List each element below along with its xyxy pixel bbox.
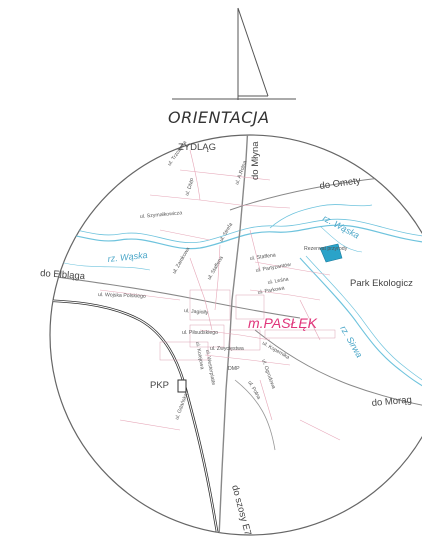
- street-parkowa: ul. Parkowa: [257, 285, 285, 296]
- river-waska-line: [50, 224, 422, 250]
- street-kolejowa: ul. Kolejowa: [194, 341, 205, 370]
- pond: [319, 243, 343, 263]
- north-arrow-icon: [172, 7, 296, 100]
- label-do-moragu: do Morąg: [371, 395, 412, 409]
- station-icon: [177, 379, 187, 393]
- label-do-elblaga: do Elbląga: [40, 268, 86, 282]
- label-do-mlynu: do Młyna: [250, 141, 261, 180]
- street-staffena: ul. Staffena: [249, 252, 276, 262]
- place-park: Park Ekologicz: [350, 278, 413, 289]
- place-pkp: PKP: [150, 380, 169, 391]
- street-szymalkowa: ul. Szymałkowicza: [140, 210, 183, 220]
- label-river-waska-left: rz. Wąska: [107, 250, 148, 264]
- street-zwyciestwa: ul. Zwycięstwa: [210, 346, 244, 352]
- map-title: ORIENTACJA: [168, 108, 270, 127]
- street-lesna: ul. Leśna: [267, 276, 289, 286]
- street-pilsudskiego: ul. Piłsudskiego: [182, 330, 218, 336]
- river-sirwa-line: [299, 257, 422, 399]
- street-dmp2: DMP: [228, 366, 240, 372]
- street-jagiely: ul. Jagiełły: [184, 308, 209, 316]
- map-circle: [49, 134, 422, 536]
- street-polsko-pol: ul. Wojska Polskiego: [98, 292, 146, 300]
- town-label: m.PASŁĘK: [248, 315, 318, 331]
- park-note: Rezerwat przyrody: [304, 246, 348, 252]
- place-zydlag: ZYDLĄG: [178, 142, 216, 153]
